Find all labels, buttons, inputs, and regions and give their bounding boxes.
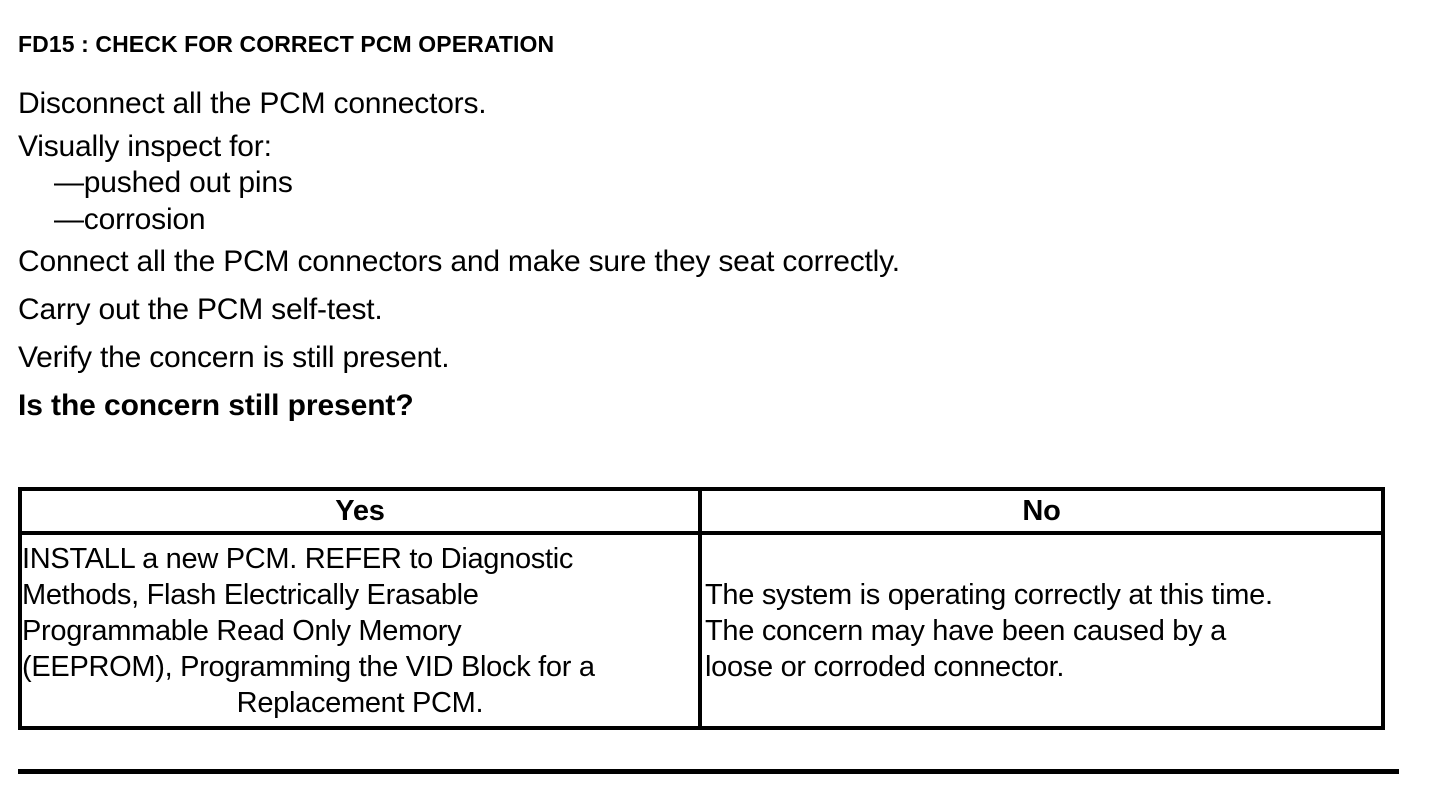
footer-divider [18,769,1399,774]
page-title: FD15 : CHECK FOR CORRECT PCM OPERATION [18,31,555,57]
cell-line: (EEPROM), Programming the VID Block for … [22,650,595,683]
decision-question: Is the concern still present? [18,389,414,422]
cell-line: The system is operating correctly at thi… [705,578,1273,611]
cell-line: Replacement PCM. [236,686,484,719]
cell-line: Programmable Read Only Memory [22,614,462,647]
table-cell-yes: INSTALL a new PCM. REFER to Diagnostic M… [22,535,702,726]
instruction-line: Visually inspect for: [18,130,272,163]
instruction-list: Disconnect all the PCM connectors. Visua… [18,80,1398,429]
yes-action-text: INSTALL a new PCM. REFER to Diagnostic M… [22,541,698,721]
instruction-bullet: —corrosion [54,203,206,236]
table-header-no: No [1022,494,1061,527]
cell-line: loose or corroded connector. [705,650,1065,683]
instruction-line: Connect all the PCM connectors and make … [18,245,900,278]
table-cell-no: The system is operating correctly at thi… [702,535,1381,726]
instruction-line: Carry out the PCM self-test. [18,293,383,326]
cell-line: The concern may have been caused by a [705,614,1226,647]
instruction-line: Verify the concern is still present. [18,341,450,374]
instruction-bullet: —pushed out pins [54,166,293,199]
instruction-line: Disconnect all the PCM connectors. [18,87,487,120]
cell-line: INSTALL a new PCM. REFER to Diagnostic [22,542,574,575]
table-header-row: Yes No [22,491,1381,535]
decision-table: Yes No INSTALL a new PCM. REFER to Diagn… [18,487,1385,730]
no-action-text: The system is operating correctly at thi… [702,577,1381,685]
table-row: INSTALL a new PCM. REFER to Diagnostic M… [22,535,1381,726]
cell-line: Methods, Flash Electrically Erasable [22,578,479,611]
table-header-yes: Yes [22,491,702,531]
